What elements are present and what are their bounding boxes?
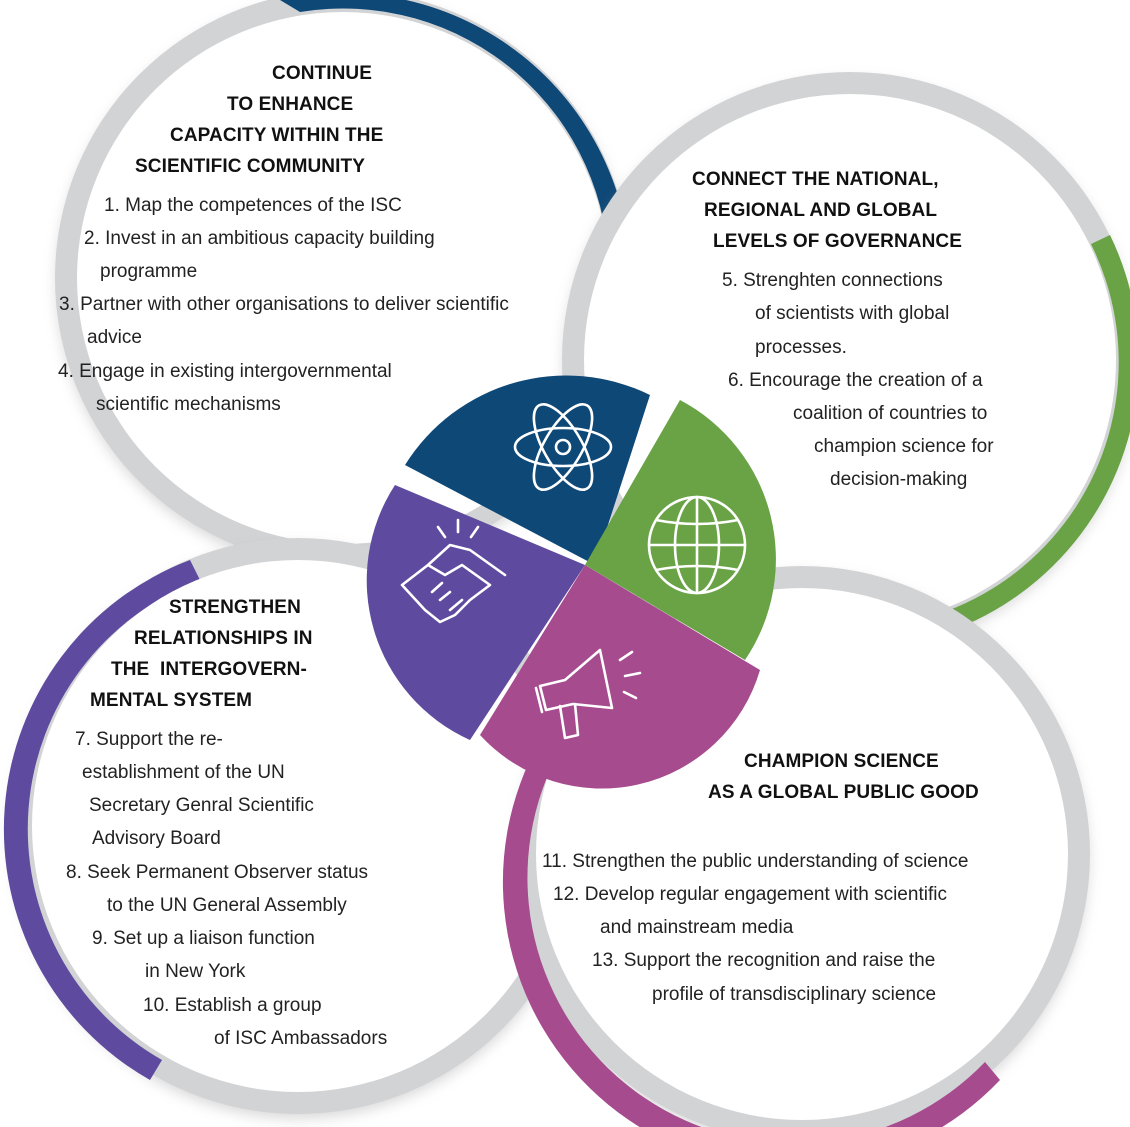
list-item: establishment of the UN: [82, 762, 285, 783]
petal-relationships: [366, 485, 585, 740]
list-item: Advisory Board: [92, 828, 221, 849]
list-item: 8. Seek Permanent Observer status: [66, 862, 369, 883]
handshake-icon: [400, 518, 507, 624]
list-item: 2. Invest in an ambitious capacity build…: [84, 228, 435, 249]
list-item: 5. Strenghten connections: [722, 270, 943, 291]
heading-line: TO ENHANCE: [227, 94, 354, 115]
center-petals: [366, 375, 776, 789]
petal-capacity: [405, 375, 650, 565]
atom-icon: [513, 403, 613, 491]
list-item: 10. Establish a group: [143, 995, 322, 1016]
list-item: scientific mechanisms: [96, 394, 281, 415]
heading-line: CHAMPION SCIENCE: [744, 751, 939, 772]
list-item: 3. Partner with other organisations to d…: [59, 294, 509, 315]
list-item: 9. Set up a liaison function: [92, 928, 315, 949]
list-item: advice: [87, 327, 142, 348]
globe-icon: [647, 495, 747, 595]
heading-line: THE INTERGOVERN-: [111, 659, 307, 680]
list-item: 13. Support the recognition and raise th…: [592, 950, 936, 971]
heading-line: CONTINUE: [272, 63, 373, 84]
list-item: of ISC Ambassadors: [214, 1028, 388, 1049]
heading-line: REGIONAL AND GLOBAL: [704, 200, 938, 221]
list-item: 12. Develop regular engagement with scie…: [553, 884, 947, 905]
list-item: 6. Encourage the creation of a: [728, 370, 983, 391]
circle-relationships-accent-arc: [3, 560, 201, 1080]
list-item: decision-making: [830, 469, 968, 490]
list-item: processes.: [755, 337, 847, 358]
heading-line: SCIENTIFIC COMMUNITY: [135, 156, 365, 177]
list-item: 1. Map the competences of the ISC: [104, 195, 402, 216]
heading-line: CAPACITY WITHIN THE: [170, 125, 384, 146]
list-item: coalition of countries to: [793, 403, 988, 424]
heading-line: AS A GLOBAL PUBLIC GOOD: [708, 782, 979, 803]
list-item: champion science for: [814, 436, 994, 457]
petal-governance: [585, 400, 776, 660]
list-item: of scientists with global: [755, 303, 950, 324]
list-item: in New York: [145, 961, 246, 982]
heading-line: RELATIONSHIPS IN: [134, 628, 313, 649]
list-item: to the UN General Assembly: [107, 895, 347, 916]
list-item: 7. Support the re-: [75, 729, 223, 750]
heading-line: CONNECT THE NATIONAL,: [692, 169, 939, 190]
megaphone-icon: [534, 648, 642, 740]
heading-line: MENTAL SYSTEM: [90, 690, 253, 711]
list-item: 4. Engage in existing intergovernmental: [58, 361, 392, 382]
list-item: profile of transdisciplinary science: [652, 984, 937, 1005]
list-item: programme: [100, 261, 198, 282]
list-item: and mainstream media: [600, 917, 794, 938]
heading-line: LEVELS OF GOVERNANCE: [713, 231, 963, 252]
list-item: 11. Strengthen the public understanding …: [542, 851, 969, 872]
heading-line: STRENGTHEN: [169, 597, 301, 618]
list-item: Secretary Genral Scientific: [89, 795, 314, 816]
petal-public-good: [480, 565, 760, 789]
